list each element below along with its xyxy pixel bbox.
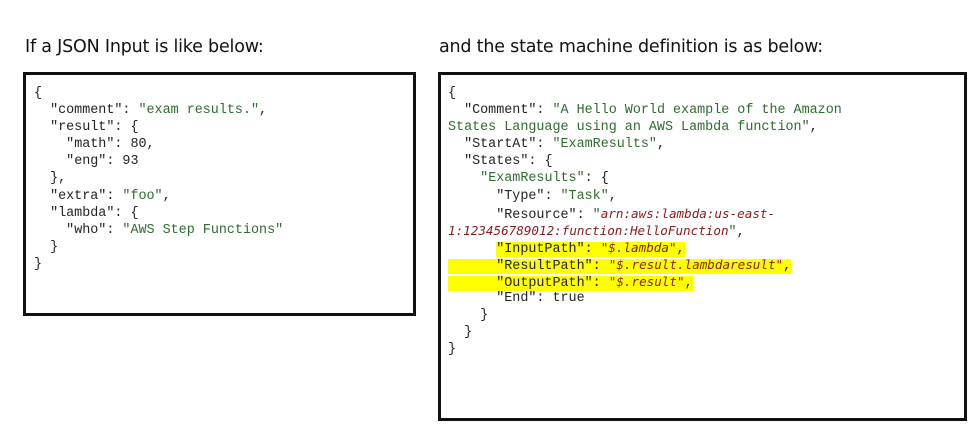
type-value: "Task" <box>560 188 609 204</box>
json-key: "result" <box>50 120 115 136</box>
code-line: } <box>34 256 283 273</box>
json-number-value: 93 <box>122 154 139 170</box>
code-line: "extra": "foo", <box>50 188 171 204</box>
comment-key: "Comment" <box>464 103 537 119</box>
code-line: "eng": 93 <box>66 154 139 170</box>
json-string-value: "AWS Step Functions" <box>122 222 284 238</box>
brace: } <box>34 256 43 272</box>
code-line: { <box>34 85 283 102</box>
json-string-value: "foo" <box>122 188 163 204</box>
code-line: "States": { <box>464 154 553 170</box>
code-line-highlighted: "ResultPath": "$.result.lambdaresult", <box>448 256 842 274</box>
code-line: } <box>480 308 489 324</box>
definition-heading: and the state machine definition is as b… <box>439 37 824 57</box>
json-key: "math" <box>66 137 115 153</box>
code-line: { <box>448 86 457 101</box>
brace: { <box>34 86 43 101</box>
code-line: "End": true <box>496 291 585 307</box>
code-line: "who": "AWS Step Functions" <box>66 222 284 238</box>
code-line: States Language using an AWS Lambda func… <box>448 120 818 136</box>
code-line: } <box>34 239 283 256</box>
json-input-box: { "comment": "exam results.", "result": … <box>23 72 416 316</box>
end-key: "End" <box>496 291 537 307</box>
inputpath-value: "$.lambda" <box>600 239 677 255</box>
code-line: "ExamResults": { <box>480 171 609 187</box>
json-number-value: 80 <box>130 137 147 153</box>
state-machine-code: { "Comment": "A Hello World example of t… <box>448 85 842 359</box>
json-key: "eng" <box>66 154 107 170</box>
outputpath-value: "$.result" <box>608 274 685 290</box>
end-value: true <box>552 291 585 307</box>
code-line-highlighted: "InputPath": "$.lambda", <box>496 239 685 257</box>
json-key: "extra" <box>50 188 107 204</box>
startat-key: "StartAt" <box>464 137 537 153</box>
brace: }, <box>50 171 67 187</box>
resource-value: arn:aws:lambda:us-east- <box>600 205 776 221</box>
inputpath-key: "InputPath" <box>496 241 585 257</box>
resultpath-key: "ResultPath" <box>496 258 593 274</box>
states-key: "States" <box>464 154 529 170</box>
code-line: "StartAt": "ExamResults", <box>464 137 665 153</box>
code-line: } <box>464 325 473 341</box>
code-line: "math": 80, <box>66 137 155 153</box>
code-line: "Comment": "A Hello World example of the… <box>464 103 842 119</box>
brace: { <box>130 120 139 136</box>
startat-value: "ExamResults" <box>552 137 657 153</box>
code-line: }, <box>34 170 283 187</box>
json-key: "lambda" <box>50 205 115 221</box>
type-key: "Type" <box>496 188 545 204</box>
state-machine-box: { "Comment": "A Hello World example of t… <box>438 72 967 421</box>
resource-value-cont: 1:123456789012:function:HelloFunction <box>448 222 729 238</box>
brace: } <box>50 239 59 255</box>
json-string-value: "exam results." <box>138 103 260 119</box>
resultpath-value: "$.result.lambdaresult" <box>608 256 784 272</box>
json-key: "comment" <box>50 103 123 119</box>
code-line: 1:123456789012:function:HelloFunction", <box>448 222 745 240</box>
code-line: "comment": "exam results.", <box>50 103 268 119</box>
code-line: "Resource": "arn:aws:lambda:us-east- <box>496 205 776 223</box>
examresults-key: "ExamResults" <box>480 171 585 187</box>
brace: { <box>130 205 139 221</box>
code-line: } <box>448 342 457 358</box>
input-heading: If a JSON Input is like below: <box>25 37 264 57</box>
code-line: "lambda": { <box>50 205 139 221</box>
comment-value: "A Hello World example of the Amazon <box>552 103 842 119</box>
code-line: "result": { <box>50 120 139 136</box>
resource-key: "Resource" <box>496 207 577 223</box>
json-key: "who" <box>66 222 107 238</box>
comment-value-cont: States Language using an AWS Lambda func… <box>448 120 810 136</box>
code-line-highlighted: "OutputPath": "$.result", <box>448 273 842 292</box>
outputpath-key: "OutputPath" <box>496 276 593 292</box>
json-input-code: { "comment": "exam results.", "result": … <box>34 85 283 273</box>
code-line: "Type": "Task", <box>496 188 617 204</box>
